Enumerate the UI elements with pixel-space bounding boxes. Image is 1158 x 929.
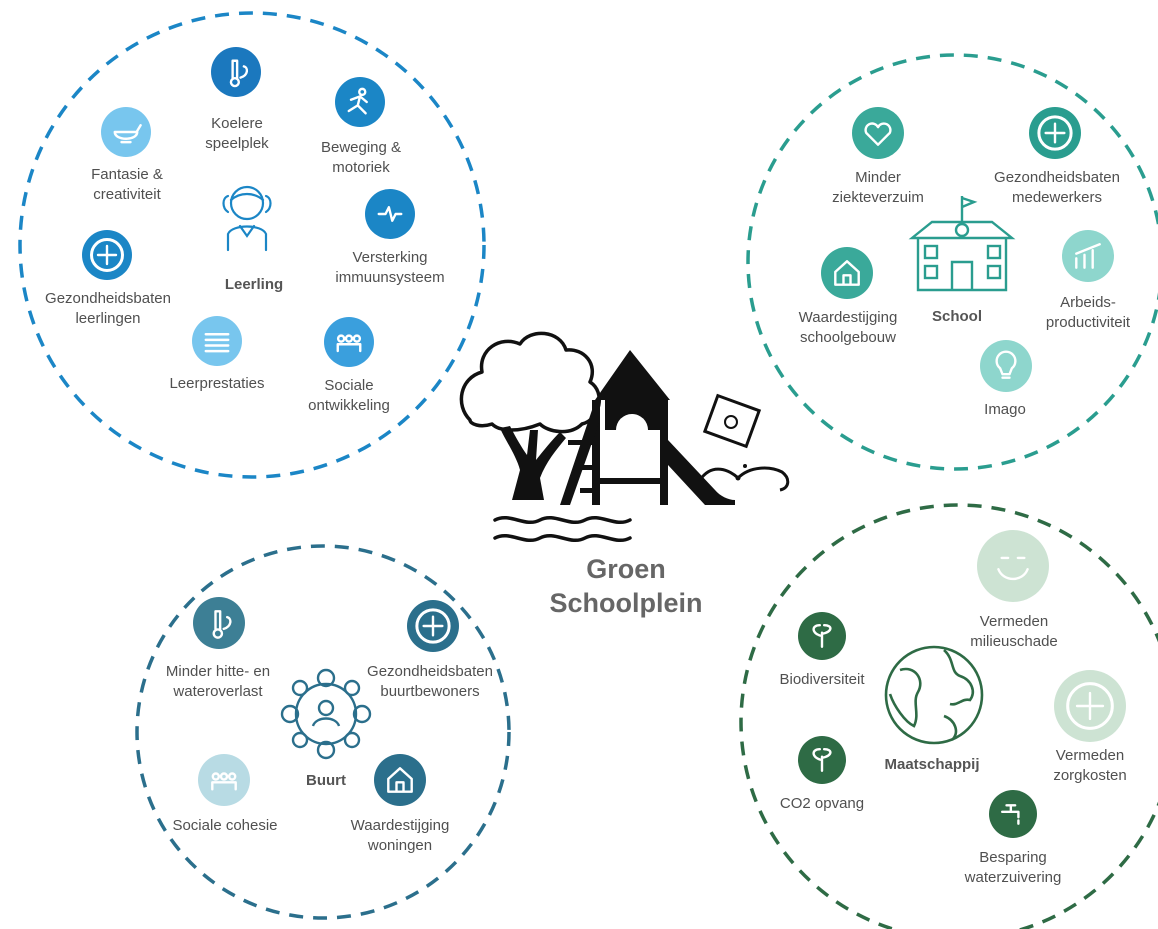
water-tap-icon xyxy=(989,790,1037,838)
leerling-group-circle xyxy=(18,11,486,479)
arbeidsproductiviteit-label: Arbeids-productiviteit xyxy=(1045,294,1131,331)
beweging-motoriek-label: Beweging &motoriek xyxy=(320,139,402,176)
globe-icon xyxy=(884,645,984,745)
school-hub-label: School xyxy=(931,308,983,325)
thermometer-leaf-icon xyxy=(193,597,245,649)
growth-chart-icon xyxy=(1062,230,1114,282)
buurt-hub-label: Buurt xyxy=(306,772,346,789)
water-waves xyxy=(493,516,632,542)
imago-label: Imago xyxy=(984,401,1026,418)
title-line-1: Groen xyxy=(586,554,666,584)
lightbulb-icon xyxy=(980,340,1032,392)
first-aid-kit-icon xyxy=(1054,670,1126,742)
leerling-hub-label: Leerling xyxy=(224,276,284,293)
diagram-title: Groen Schoolplein xyxy=(549,552,702,620)
medical-cross-icon xyxy=(82,230,132,280)
community-network-icon xyxy=(280,668,372,760)
woningen-icon xyxy=(374,754,426,806)
stacked-books-icon xyxy=(192,316,242,366)
sociale-cohesie-label: Sociale cohesie xyxy=(172,817,278,834)
handshake-heart-icon xyxy=(852,107,904,159)
house-icon xyxy=(821,247,873,299)
maatschappij-hub-label: Maatschappij xyxy=(884,756,980,773)
student-icon xyxy=(222,185,272,252)
leerprestaties-label: Leerprestaties xyxy=(169,375,265,392)
smiling-face-icon xyxy=(977,530,1049,602)
sprout-icon xyxy=(798,612,846,660)
fantasie-creativiteit-label: Fantasie &creativiteit xyxy=(91,166,163,203)
playground-slide xyxy=(560,350,735,505)
medical-cross-icon xyxy=(407,600,459,652)
network-icon xyxy=(198,754,250,806)
school-building-icon xyxy=(908,196,1016,292)
heart-pulse-icon xyxy=(365,189,415,239)
magic-lamp-icon xyxy=(101,107,151,157)
schoolyard-illustration xyxy=(459,331,601,434)
tree-trunk xyxy=(500,426,566,500)
running-person-icon xyxy=(335,77,385,127)
title-line-2: Schoolplein xyxy=(549,588,703,618)
tree-crown-outline xyxy=(459,331,601,434)
thermometer-leaf-icon xyxy=(211,47,261,97)
school-group-circle xyxy=(746,53,1158,471)
maatschappij-group-circle xyxy=(739,503,1158,929)
group-of-people-icon xyxy=(324,317,374,367)
biodiversiteit-label: Biodiversiteit xyxy=(779,671,865,688)
co2-opvang-label: CO2 opvang xyxy=(779,795,865,812)
buurt-group-circle xyxy=(135,544,511,920)
seed-packet xyxy=(698,393,790,492)
tree-icon xyxy=(798,736,846,784)
medical-cross-icon xyxy=(1029,107,1081,159)
